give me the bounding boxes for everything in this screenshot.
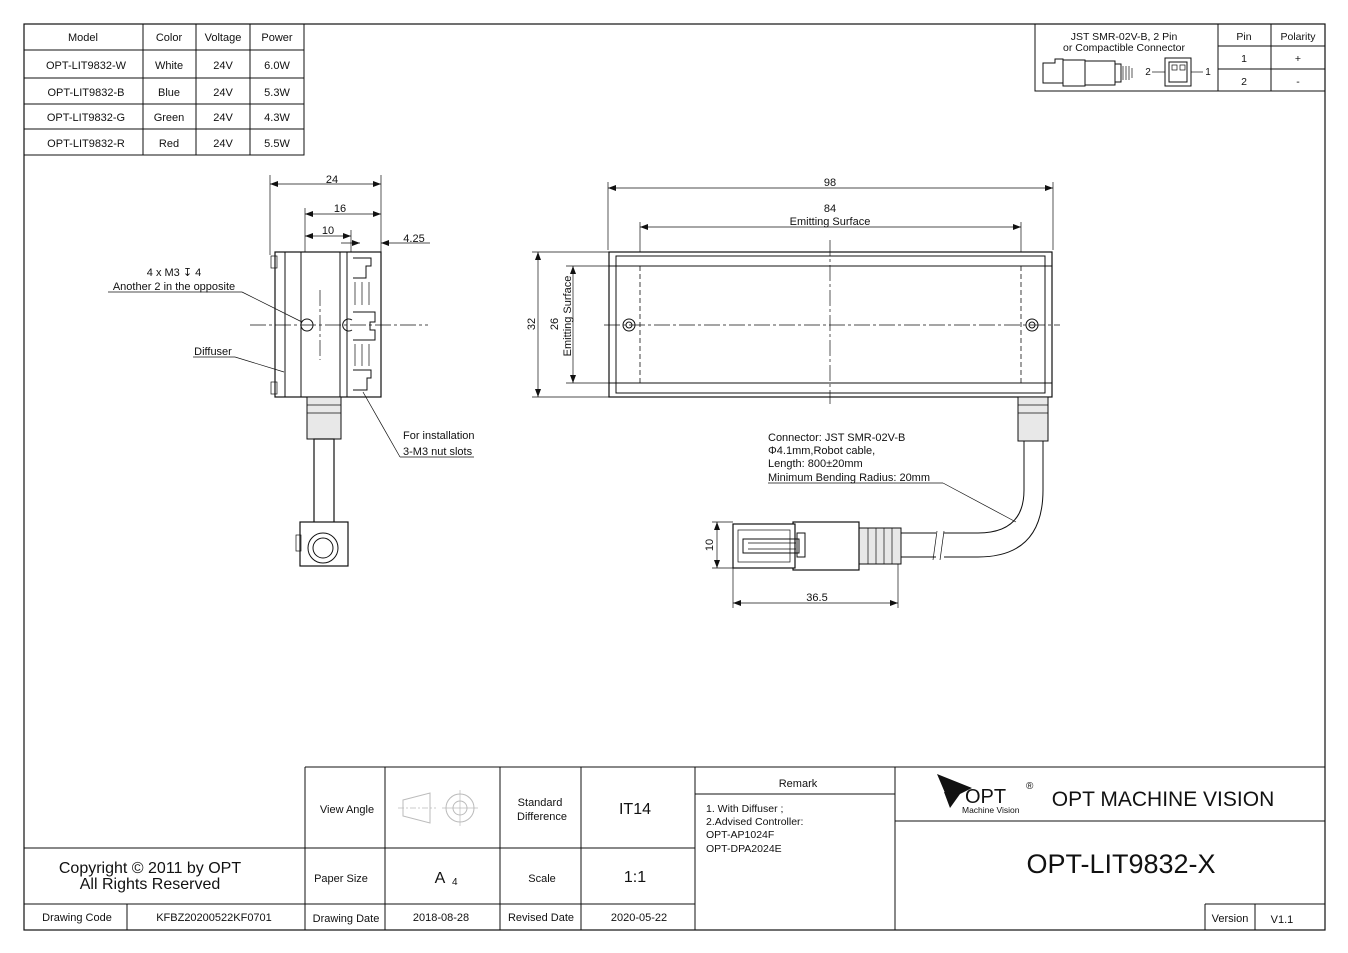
note-nut-slots: 3-M3 nut slots [403, 446, 473, 458]
standard-difference-label: Standard [518, 797, 563, 809]
dim-width-16: 16 [334, 203, 346, 215]
logo-subtitle: Machine Vision [962, 805, 1020, 815]
spec-cell: 24V [213, 87, 233, 99]
remark-line: OPT-AP1024F [706, 829, 774, 841]
view-angle-label: View Angle [320, 804, 374, 816]
scale-value: 1:1 [624, 869, 646, 886]
spec-cell: Blue [158, 87, 180, 99]
polarity-cell: + [1295, 53, 1301, 65]
spec-cell: OPT-LIT9832-G [47, 112, 125, 124]
pin-header: Pin [1236, 31, 1251, 43]
spec-cell: OPT-LIT9832-W [46, 60, 127, 72]
paper-size-value: A [435, 870, 446, 887]
connector-title: JST SMR-02V-B, 2 Pin [1071, 31, 1178, 43]
spec-cell: OPT-LIT9832-R [47, 138, 125, 150]
pin-label-2: 2 [1145, 67, 1151, 78]
dim-emit-height-26: 26 [549, 318, 561, 330]
side-view: 24 16 10 4.25 [108, 174, 475, 567]
part-number: OPT-LIT9832-X [1026, 849, 1215, 879]
pin-cell: 1 [1241, 53, 1247, 65]
opt-logo: OPT ® Machine Vision [937, 774, 1034, 815]
note-mounting-holes: 4 x M3 ↧ 4 [147, 267, 201, 279]
copyright-line-1: Copyright © 2011 by OPT [59, 860, 241, 877]
revised-date-value: 2020-05-22 [611, 912, 667, 924]
logo-text: OPT [965, 786, 1006, 808]
label-emitting-surface-side: Emitting Surface [562, 276, 574, 357]
connector-table: JST SMR-02V-B, 2 Pin or Compactible Conn… [1034, 23, 1326, 92]
dim-height-32: 32 [526, 318, 538, 330]
dim-width-10: 10 [322, 225, 334, 237]
pin-cell: 2 [1241, 76, 1247, 88]
connector-sketch-icon: 2 1 [1042, 57, 1211, 87]
polarity-header: Polarity [1280, 31, 1316, 43]
dim-width-24: 24 [326, 174, 338, 186]
projection-symbol-icon [398, 790, 478, 826]
remark-line: OPT-DPA2024E [706, 843, 782, 855]
dim-emit-length-84: 84 [824, 203, 836, 215]
spec-cell: 24V [213, 60, 233, 72]
note-connector-type: Connector: JST SMR-02V-B [768, 432, 905, 444]
spec-cell: Green [154, 112, 185, 124]
connector-subtitle: or Compactible Connector [1063, 42, 1185, 54]
spec-cell: 6.0W [264, 60, 290, 72]
spec-header-model: Model [68, 32, 98, 44]
note-diffuser: Diffuser [194, 346, 232, 358]
spec-cell: 24V [213, 112, 233, 124]
drawing-code-value: KFBZ20200522KF0701 [156, 912, 272, 924]
pin-label-1: 1 [1205, 67, 1211, 78]
drawing-code-label: Drawing Code [42, 912, 112, 924]
spec-header-color: Color [156, 32, 183, 44]
polarity-cell: - [1296, 76, 1300, 88]
revised-date-label: Revised Date [508, 912, 574, 924]
note-cable-length: Length: 800±20mm [768, 458, 863, 470]
spec-cell: 5.3W [264, 87, 290, 99]
version-value: V1.1 [1271, 914, 1294, 926]
copyright-line-2: All Rights Reserved [80, 876, 221, 893]
spec-header-voltage: Voltage [205, 32, 242, 44]
spec-cell: 5.5W [264, 138, 290, 150]
drawing-date-label: Drawing Date [313, 913, 380, 925]
logo-registered: ® [1026, 781, 1034, 792]
note-bending-radius: Minimum Bending Radius: 20mm [768, 472, 930, 484]
dim-connector-length-36-5: 36.5 [806, 592, 827, 604]
spec-cell: White [155, 60, 183, 72]
title-block: View Angle Standard Difference IT14 Pape… [24, 766, 1325, 930]
standard-difference-label-2: Difference [517, 811, 567, 823]
scale-label: Scale [528, 873, 556, 885]
drawing-date-value: 2018-08-28 [413, 912, 469, 924]
paper-size-label: Paper Size [314, 873, 368, 885]
spec-cell: 24V [213, 138, 233, 150]
label-emitting-surface-top: Emitting Surface [790, 216, 871, 228]
remark-label: Remark [779, 778, 818, 790]
standard-difference-value: IT14 [619, 801, 651, 818]
dim-offset-4-25: 4.25 [403, 233, 424, 245]
spec-header-power: Power [261, 32, 293, 44]
dim-connector-height-10: 10 [704, 539, 716, 551]
remark-line: 2.Advised Controller: [706, 816, 803, 828]
front-view: 98 84 Emitting Surface 32 26 Emitting Su… [526, 177, 1060, 608]
sheet-border [23, 23, 1326, 931]
spec-cell: Red [159, 138, 179, 150]
spec-cell: OPT-LIT9832-B [47, 87, 124, 99]
note-installation: For installation [403, 430, 475, 442]
note-mounting-holes-opposite: Another 2 in the opposite [113, 281, 235, 293]
company-name: OPT MACHINE VISION [1052, 788, 1274, 811]
spec-table: Model Color Voltage Power OPT-LIT9832-W … [23, 23, 305, 156]
version-label: Version [1212, 913, 1249, 925]
paper-size-sub: 4 [452, 877, 458, 888]
spec-cell: 4.3W [264, 112, 290, 124]
note-cable-diameter: Φ4.1mm,Robot cable, [768, 445, 875, 457]
remark-line: 1. With Diffuser ; [706, 803, 783, 815]
dim-length-98: 98 [824, 177, 836, 189]
